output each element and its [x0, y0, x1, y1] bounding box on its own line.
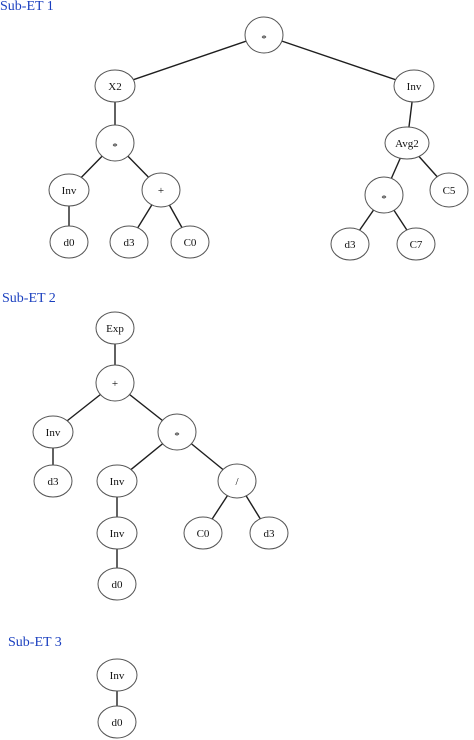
sub-et-3-node-ellipse-b [97, 705, 137, 739]
sub-et-2-node-b: + [95, 364, 135, 402]
sub-et-1-node-e: Avg2 [384, 126, 430, 160]
sub-et-2-node-ellipse-i [183, 516, 223, 550]
sub-et-1-node-label-m: d3 [345, 239, 357, 251]
sub-et-1-node-ellipse-b [94, 69, 136, 103]
sub-et-3-title: Sub-ET 3 [8, 635, 62, 650]
sub-et-2-node-ellipse-j [249, 516, 289, 550]
sub-et-2-node-a: Exp [95, 311, 135, 345]
sub-et-2-node-ellipse-f [96, 464, 138, 498]
sub-et-1-node-ellipse-a [244, 16, 284, 54]
sub-et-1-node-label-f: Inv [62, 185, 77, 197]
sub-et-1-node-label-e: Avg2 [395, 138, 419, 150]
sub-et-2-node-h: Inv [96, 516, 138, 550]
sub-et-1-node-ellipse-g [141, 172, 181, 208]
sub-et-2-node-e: d3 [33, 464, 73, 498]
sub-et-2-node-label-i: C0 [197, 528, 210, 540]
sub-et-2-node-label-e: d3 [48, 476, 60, 488]
sub-et-2-node-ellipse-h [96, 516, 138, 550]
sub-et-2-node-ellipse-c [32, 415, 74, 449]
sub-et-2-node-c: Inv [32, 415, 74, 449]
sub-et-1-node-ellipse-i [429, 172, 469, 208]
sub-et-1-node-n: C7 [396, 227, 436, 261]
sub-et-1-node-d: * [95, 124, 135, 162]
sub-et-2-node-label-f: Inv [110, 476, 125, 488]
sub-et-1-node-ellipse-f [48, 173, 90, 207]
sub-et-1-node-i: C5 [429, 172, 469, 208]
sub-et-1-node-ellipse-e [384, 126, 430, 160]
sub-et-1-node-label-i: C5 [443, 185, 456, 197]
sub-et-1-node-label-c: Inv [407, 81, 422, 93]
sub-et-2-title: Sub-ET 2 [2, 291, 56, 306]
sub-et-2-node-j: d3 [249, 516, 289, 550]
sub-et-1-node-ellipse-m [330, 227, 370, 261]
sub-et-2-node-label-c: Inv [46, 427, 61, 439]
sub-et-1-node-l: C0 [170, 225, 210, 259]
sub-et-1-node-ellipse-d [95, 124, 135, 162]
sub-et-1-node-ellipse-l [170, 225, 210, 259]
sub-et-3-node-ellipse-a [96, 658, 138, 692]
sub-et-3-node-label-a: Inv [110, 670, 125, 682]
sub-et-2-node-ellipse-a [95, 311, 135, 345]
sub-et-1-edge-a-c [263, 34, 415, 87]
sub-et-1-node-g: + [141, 172, 181, 208]
sub-et-1-node-m: d3 [330, 227, 370, 261]
sub-et-1-edge-a-b [114, 34, 265, 87]
sub-et-1-node-a: * [244, 16, 284, 54]
sub-et-2-node-label-k: d0 [112, 579, 124, 591]
sub-et-2-node-ellipse-g [217, 463, 257, 499]
sub-et-2-node-label-a: Exp [106, 323, 124, 335]
sub-et-2-node-label-j: d3 [264, 528, 276, 540]
sub-et-1-node-j: d0 [49, 225, 89, 259]
sub-et-2-node-label-b: + [112, 378, 118, 390]
sub-et-1-node-ellipse-c [393, 69, 435, 103]
sub-et-2-node-f: Inv [96, 464, 138, 498]
sub-et-2-node-i: C0 [183, 516, 223, 550]
sub-et-3-node-b: d0 [97, 705, 137, 739]
sub-et-2-node-ellipse-e [33, 464, 73, 498]
sub-et-1-node-label-b: X2 [108, 81, 121, 93]
sub-et-2-node-g: / [217, 463, 257, 499]
sub-et-1-node-label-a: * [261, 33, 267, 45]
sub-et-1-node-label-h: * [381, 193, 387, 205]
sub-et-2-node-k: d0 [97, 567, 137, 601]
sub-et-1-node-h: * [364, 176, 404, 214]
sub-et-2-node-ellipse-b [95, 364, 135, 402]
sub-et-1-title: Sub-ET 1 [0, 0, 54, 14]
sub-et-1-node-ellipse-h [364, 176, 404, 214]
sub-et-1-node-label-g: + [158, 185, 164, 197]
sub-et-1-node-k: d3 [109, 225, 149, 259]
sub-et-2-node-d: * [157, 413, 197, 451]
sub-et-3-node-a: Inv [96, 658, 138, 692]
sub-et-2-node-label-h: Inv [110, 528, 125, 540]
sub-et-3-node-label-b: d0 [112, 717, 124, 729]
sub-et-1-node-label-j: d0 [64, 237, 76, 249]
sub-et-1-node-label-n: C7 [410, 239, 423, 251]
sub-et-1-node-label-l: C0 [184, 237, 197, 249]
sub-et-2-node-label-g: / [235, 476, 239, 488]
sub-et-1-node-c: Inv [393, 69, 435, 103]
sub-et-1-node-label-k: d3 [124, 237, 136, 249]
sub-et-2-node-label-d: * [174, 430, 180, 442]
sub-et-1-node-ellipse-k [109, 225, 149, 259]
sub-et-1-node-ellipse-n [396, 227, 436, 261]
sub-et-1-node-label-d: * [112, 141, 118, 153]
sub-et-1-node-ellipse-j [49, 225, 89, 259]
sub-et-2-node-ellipse-k [97, 567, 137, 601]
sub-et-2-node-ellipse-d [157, 413, 197, 451]
sub-et-1-node-f: Inv [48, 173, 90, 207]
sub-et-1-node-b: X2 [94, 69, 136, 103]
